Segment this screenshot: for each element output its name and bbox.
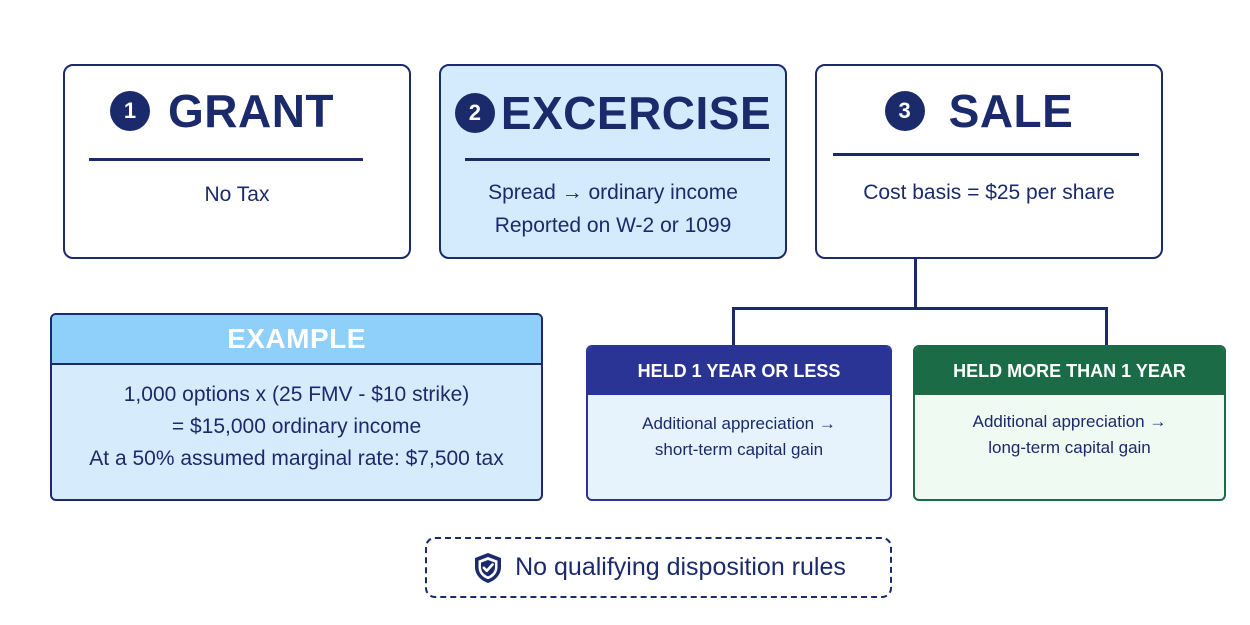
held-long-term-header: HELD MORE THAN 1 YEAR — [915, 347, 1224, 395]
held-line: Additional appreciation → — [642, 414, 836, 433]
divider — [833, 153, 1139, 156]
connector-horizontal — [732, 307, 1108, 310]
connector-left-drop — [732, 307, 735, 347]
step-description: No Tax — [65, 178, 409, 211]
held-long-term-title: HELD MORE THAN 1 YEAR — [953, 360, 1186, 381]
example-body: 1,000 options x (25 FMV - $10 strike) = … — [52, 365, 541, 475]
connector-right-drop — [1105, 307, 1108, 347]
held-short-term-title: HELD 1 YEAR OR LESS — [637, 360, 841, 381]
held-short-term-box: HELD 1 YEAR OR LESS Additional appreciat… — [586, 345, 892, 501]
step-line: Spread → ordinary income — [488, 181, 738, 204]
note-text: No qualifying disposition rules — [515, 553, 846, 581]
divider — [89, 158, 363, 161]
example-title: EXAMPLE — [227, 323, 366, 354]
step-number-badge: 2 — [454, 93, 495, 133]
example-line: At a 50% assumed marginal rate: $7,500 t… — [89, 447, 504, 470]
grant-step-box: 1 GRANT No Tax — [63, 64, 411, 259]
step-line: Cost basis = $25 per share — [863, 181, 1115, 204]
step-description: Spread → ordinary income Reported on W-2… — [441, 176, 785, 242]
sale-step-header: 3 SALE — [817, 84, 1161, 138]
example-box: EXAMPLE 1,000 options x (25 FMV - $10 st… — [50, 313, 543, 501]
held-line: Additional appreciation → — [972, 412, 1167, 431]
step-title: SALE — [948, 85, 1074, 137]
held-short-term-header: HELD 1 YEAR OR LESS — [588, 347, 890, 395]
shield-check-icon — [475, 552, 502, 583]
grant-step-header: 1 GRANT — [65, 84, 409, 138]
step-line: No Tax — [204, 183, 270, 206]
exercise-step-box: 2 EXCERCISE Spread → ordinary income Rep… — [439, 64, 787, 259]
held-line: long-term capital gain — [988, 438, 1151, 457]
held-line: short-term capital gain — [654, 440, 824, 459]
step-number-badge: 1 — [109, 91, 150, 131]
divider — [465, 158, 770, 161]
held-short-term-body: Additional appreciation → short-term cap… — [588, 395, 890, 463]
step-title: EXCERCISE — [500, 87, 772, 139]
step-number-badge: 3 — [884, 91, 925, 131]
no-qualifying-note: No qualifying disposition rules — [425, 537, 892, 598]
held-long-term-body: Additional appreciation → long-term capi… — [915, 395, 1224, 461]
example-line: 1,000 options x (25 FMV - $10 strike) — [123, 383, 470, 406]
step-description: Cost basis = $25 per share — [817, 176, 1161, 209]
exercise-step-header: 2 EXCERCISE — [441, 86, 785, 140]
step-title: GRANT — [167, 85, 335, 137]
example-header: EXAMPLE — [52, 315, 541, 365]
example-line: = $15,000 ordinary income — [171, 415, 422, 438]
held-long-term-box: HELD MORE THAN 1 YEAR Additional appreci… — [913, 345, 1226, 501]
sale-step-box: 3 SALE Cost basis = $25 per share — [815, 64, 1163, 259]
connector-vertical-main — [914, 259, 917, 309]
step-line: Reported on W-2 or 1099 — [494, 214, 732, 237]
